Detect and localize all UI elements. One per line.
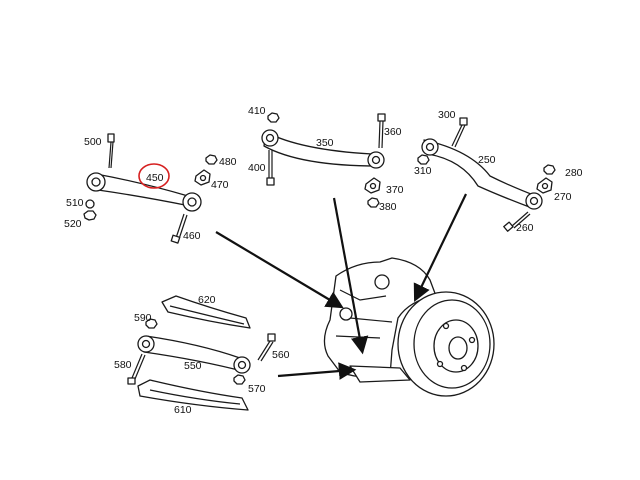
nut-380 (367, 197, 380, 208)
label-620[interactable]: 620 (198, 294, 216, 306)
label-560[interactable]: 560 (272, 349, 290, 361)
leader-arrows (215, 193, 467, 380)
label-310[interactable]: 310 (414, 165, 432, 177)
label-500[interactable]: 500 (84, 136, 102, 148)
nut-520 (83, 210, 97, 221)
bolt-360 (377, 113, 386, 149)
label-570[interactable]: 570 (248, 383, 266, 395)
label-610[interactable]: 610 (174, 404, 192, 416)
label-580[interactable]: 580 (114, 359, 132, 371)
control-arm-450-group (83, 133, 218, 244)
label-350[interactable]: 350 (316, 137, 334, 149)
bolt-500 (107, 133, 115, 169)
bolt-400 (266, 150, 275, 186)
label-410[interactable]: 410 (248, 105, 266, 117)
nut-480 (205, 154, 218, 165)
cover-panel-610[interactable] (137, 379, 249, 411)
bolt-300 (451, 117, 468, 148)
label-380[interactable]: 380 (379, 201, 397, 213)
label-270[interactable]: 270 (554, 191, 572, 203)
label-370[interactable]: 370 (386, 184, 404, 196)
control-arm-450[interactable] (95, 173, 191, 207)
washer-510 (85, 199, 95, 209)
label-450[interactable]: 450 (146, 172, 164, 184)
label-400[interactable]: 400 (248, 162, 266, 174)
lower-arm-550-group (127, 295, 276, 411)
nut-570 (233, 374, 246, 385)
highlight-ring-450 (138, 163, 170, 189)
nut-310 (417, 154, 430, 165)
bolt-260 (503, 211, 531, 232)
nut-590 (145, 318, 158, 329)
label-280[interactable]: 280 (565, 167, 583, 179)
control-arm-250[interactable] (423, 139, 537, 209)
label-260[interactable]: 260 (516, 222, 534, 234)
nut-410 (267, 112, 280, 123)
part-number-labels: 500 450 480 470 510 520 460 410 350 360 … (64, 105, 583, 416)
label-460[interactable]: 460 (183, 230, 201, 242)
bolt-580 (127, 353, 146, 385)
bolt-560 (257, 333, 276, 362)
nut-280 (543, 164, 556, 175)
label-360[interactable]: 360 (384, 126, 402, 138)
control-arm-250-group (417, 117, 556, 232)
label-510[interactable]: 510 (66, 197, 84, 209)
label-300[interactable]: 300 (438, 109, 456, 121)
label-470[interactable]: 470 (211, 179, 229, 191)
label-480[interactable]: 480 (219, 156, 237, 168)
label-550[interactable]: 550 (184, 360, 202, 372)
label-590[interactable]: 590 (134, 312, 152, 324)
label-520[interactable]: 520 (64, 218, 82, 230)
control-arm-350-group (261, 112, 386, 208)
label-250[interactable]: 250 (478, 154, 496, 166)
bolt-460 (170, 213, 188, 244)
